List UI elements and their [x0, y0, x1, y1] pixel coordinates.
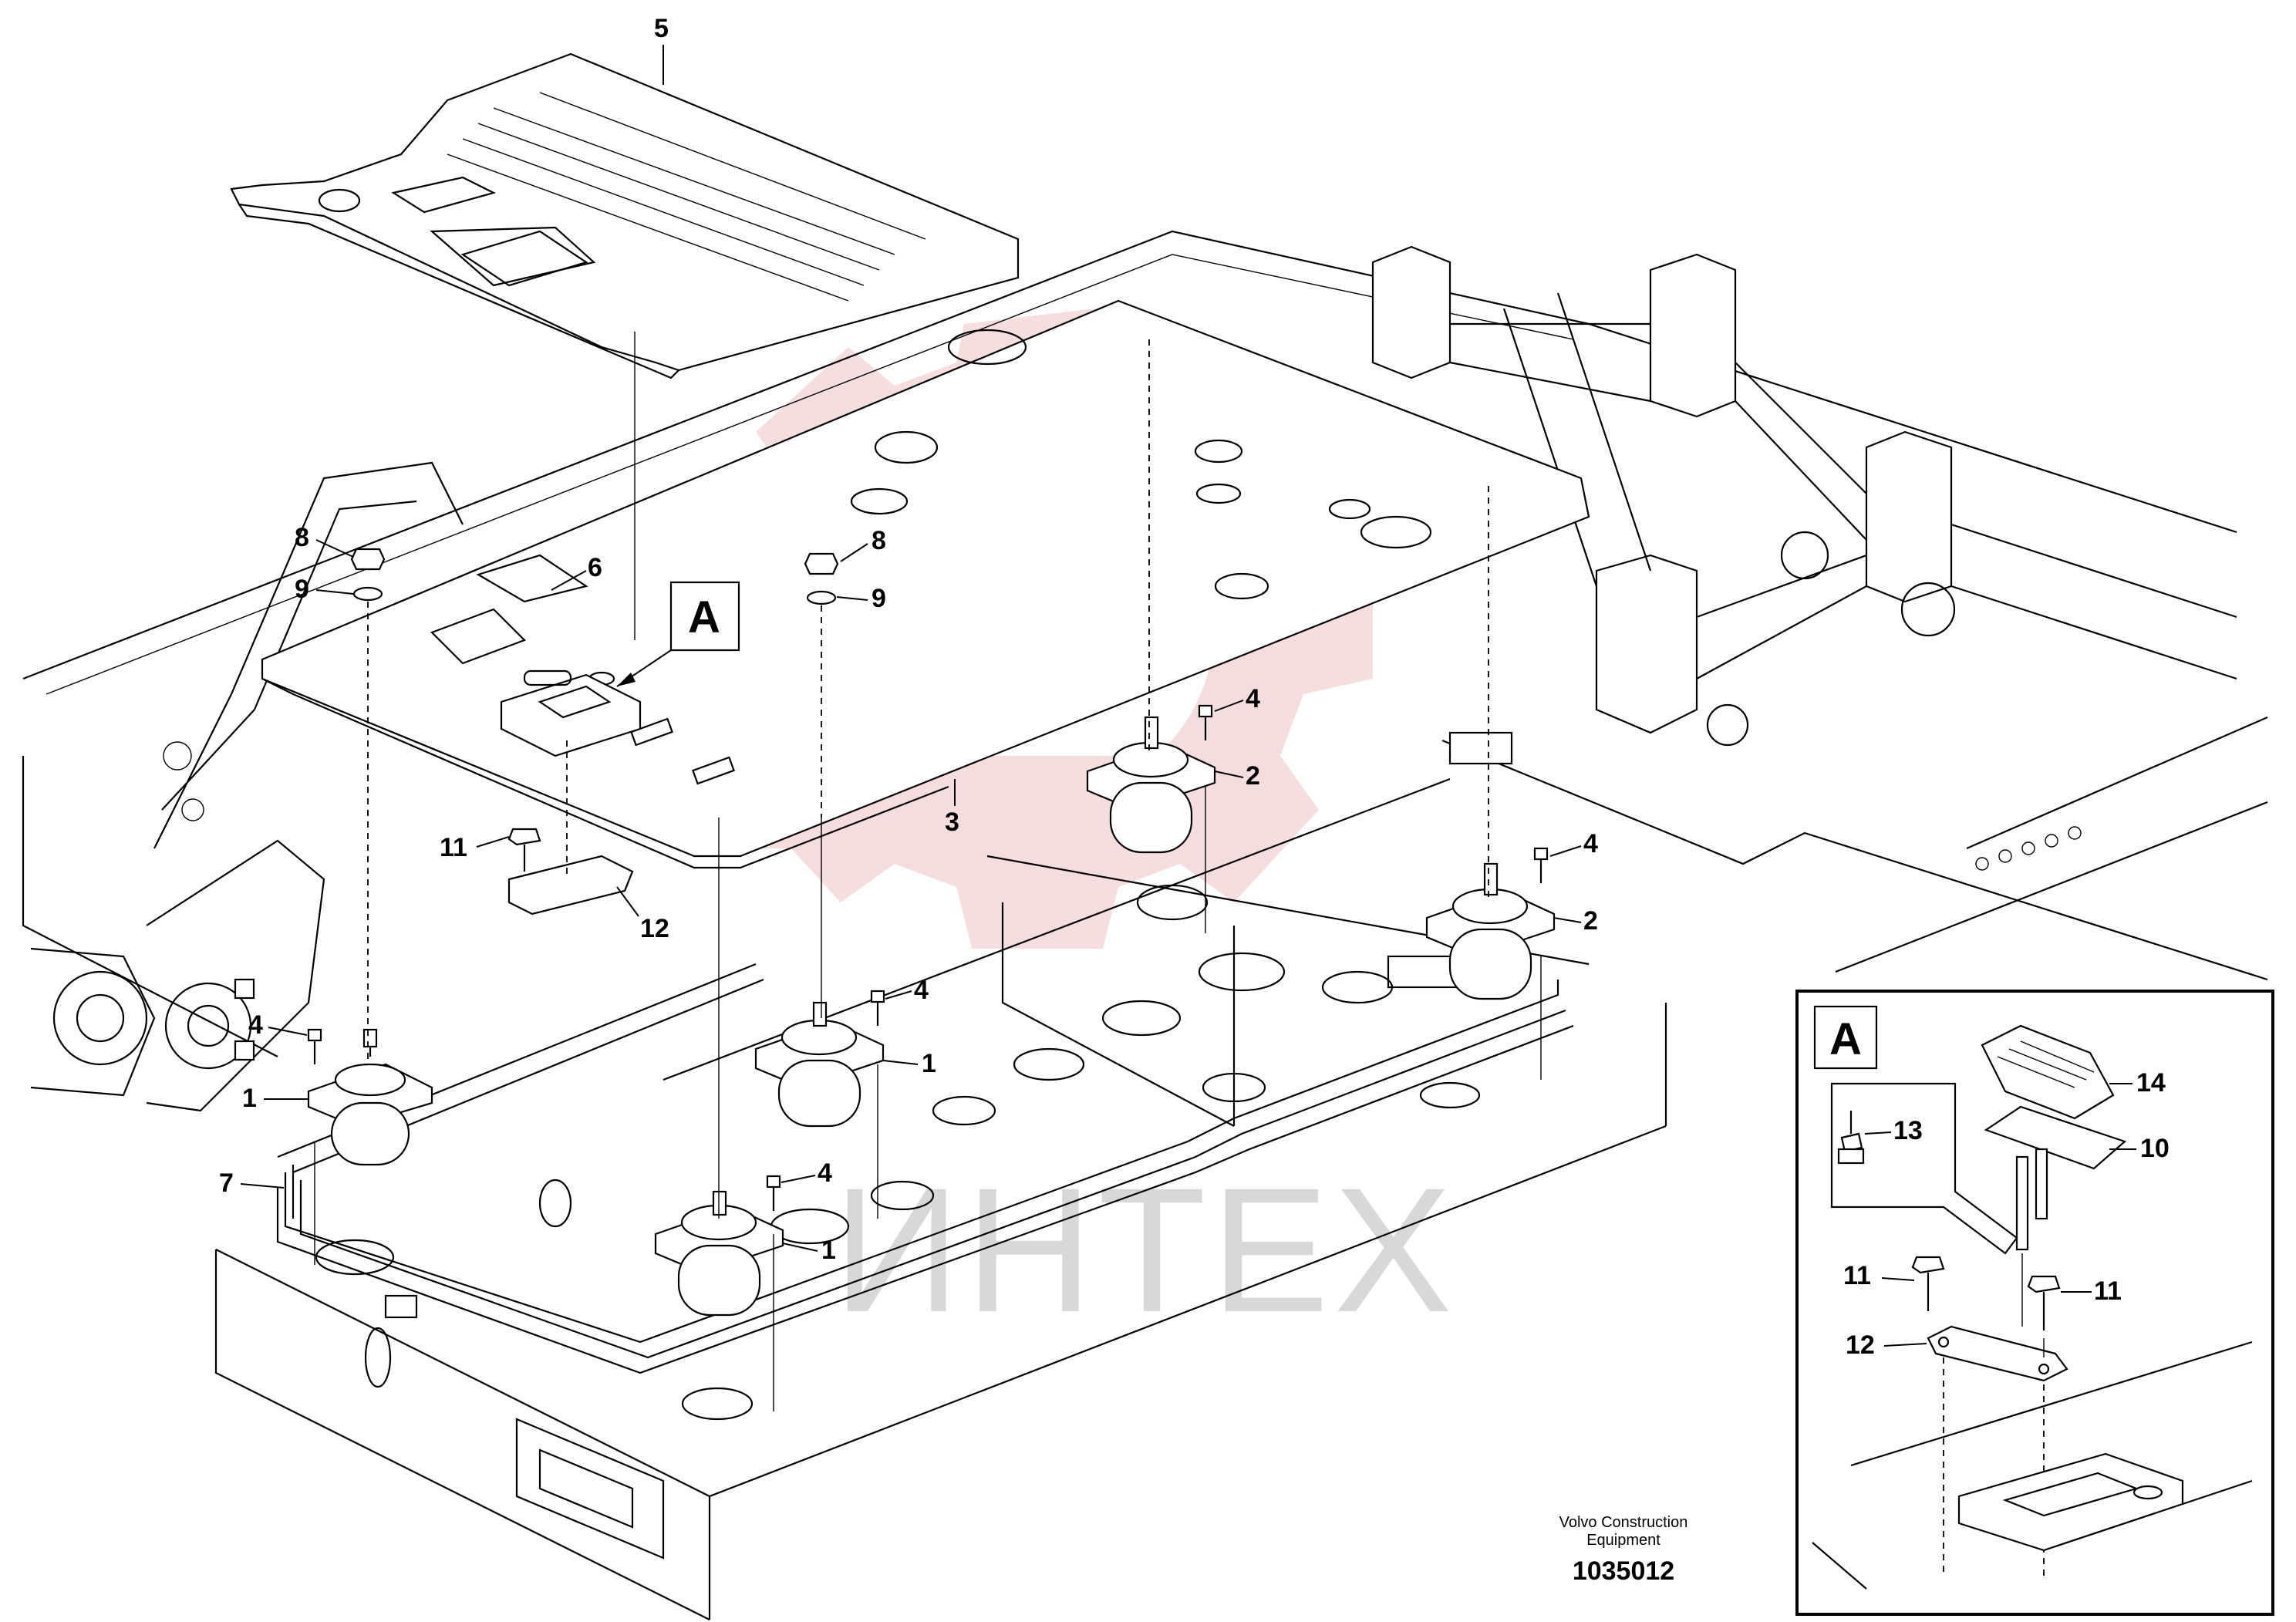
maker-name-line2: Equipment: [1586, 1532, 1660, 1549]
detail-a-letter: A: [1829, 1014, 1862, 1064]
watermark-text: ИНТЕХ: [833, 1151, 1457, 1349]
detail-a-reference: A: [616, 581, 740, 687]
callout-12b: 12: [1846, 1330, 1875, 1360]
callout-1a: 1: [922, 1049, 936, 1078]
left-boom-mount: [30, 461, 464, 1112]
callout-7: 7: [219, 1168, 234, 1198]
callout-13: 13: [1893, 1116, 1923, 1145]
maker-name: Volvo Construction: [1559, 1514, 1688, 1531]
svg-text:A: A: [688, 592, 720, 642]
title-block: Volvo Construction Equipment 1035012: [1559, 1514, 1688, 1586]
upper-frame: [22, 230, 2268, 1057]
document-number: 1035012: [1573, 1556, 1674, 1586]
callout-10: 10: [2140, 1134, 2170, 1163]
callout-2a: 2: [1246, 761, 1260, 791]
callout-4e: 4: [818, 1158, 832, 1188]
top-cover: [230, 52, 1020, 379]
damper-front-center: [654, 1190, 784, 1317]
callout-1b: 1: [242, 1084, 257, 1113]
callout-8b: 8: [872, 526, 886, 555]
callout-4a: 4: [1246, 684, 1260, 713]
callout-9b: 9: [872, 584, 886, 613]
callout-1c: 1: [821, 1236, 836, 1265]
callout-4b: 4: [1583, 829, 1598, 858]
callout-11a: 11: [440, 833, 467, 862]
base-frame: [214, 777, 1667, 1620]
bolt-icons: [307, 548, 1549, 1211]
callouts: 5 8 9 8 9 6 4 2 3 4 2 11 12 4 1 4 1 7: [219, 14, 1598, 1265]
assembly-lines: [314, 332, 1542, 1411]
damper-left-front: [307, 1028, 433, 1166]
callout-11c: 11: [2094, 1276, 2122, 1306]
detail-a-inset: A 13 14 10 11 11 12: [1795, 990, 2274, 1616]
callout-5: 5: [654, 14, 669, 43]
floor-plate: [261, 299, 1590, 869]
callout-11b: 11: [1843, 1261, 1871, 1290]
callout-3: 3: [945, 808, 959, 837]
damper-mid: [754, 1001, 885, 1128]
damper-rear-right: [1425, 862, 1556, 1000]
callout-6: 6: [588, 553, 602, 582]
damper-rear-center: [1086, 716, 1216, 854]
callout-12a: 12: [640, 914, 669, 943]
callout-2b: 2: [1583, 906, 1598, 936]
callout-4c: 4: [914, 976, 929, 1005]
callout-4d: 4: [248, 1010, 263, 1040]
callout-9a: 9: [295, 575, 309, 604]
callout-8a: 8: [295, 523, 309, 552]
callout-14: 14: [2136, 1068, 2166, 1098]
